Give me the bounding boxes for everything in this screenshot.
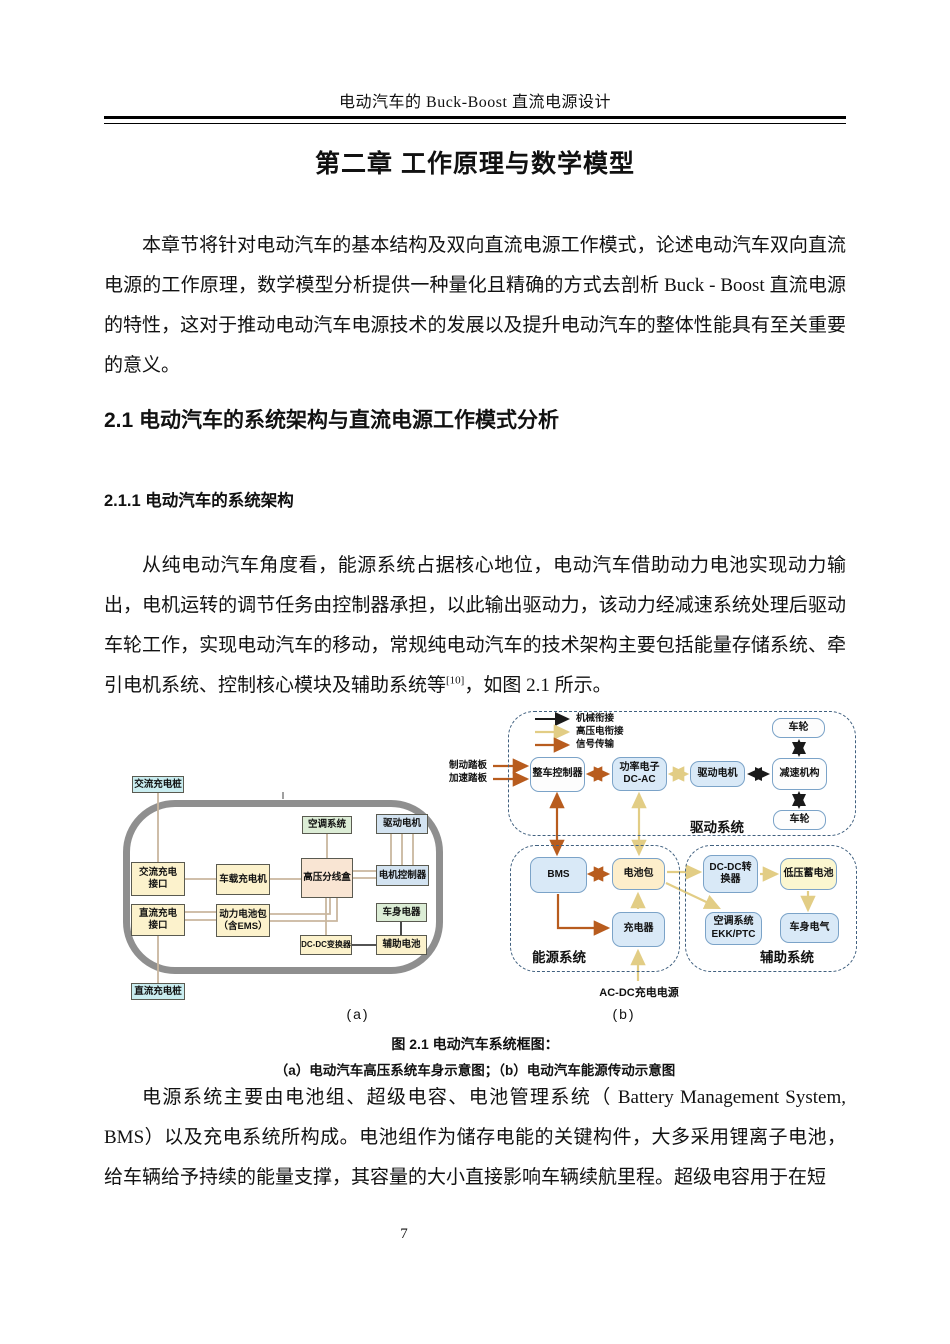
panel-a-wiring [157,793,414,983]
figure-caption-sub: （a）电动汽车高压系统车身示意图；（b）电动汽车能源传动示意图 [274,1063,676,1078]
legend-mechanical-label: 机械衔接 [576,713,615,724]
box-bms: BMS [530,857,587,893]
box-hvac-system: 空调系统 [302,816,352,834]
group-drive-system [508,711,856,836]
box-auxiliary-battery: 辅助电池 [376,935,427,955]
box-charger: 充电器 [612,912,665,947]
energy-system-label: 能源系统 [532,950,586,965]
box-power-battery-pack: 动力电池包 （含EMS） [216,904,270,937]
subsection-heading-2-1-1: 2.1.1 电动汽车的系统架构 [104,492,294,510]
box-dcdc-converter-b: DC-DC转换器 [703,855,758,893]
box-dc-charging-pile: 直流充电桩 [131,983,185,1000]
box-ac-charging-pile: 交流充电桩 [132,776,184,793]
figure-2-1: 交流充电桩 交流充电 接口 车载充电机 直流充电 接口 动力电池包 （含EMS）… [104,700,857,1032]
paragraph-intro: 本章节将针对电动汽车的基本结构及双向直流电源工作模式，论述电动汽车双向直流电源的… [104,235,846,376]
running-header: 电动汽车的 Buck-Boost 直流电源设计 [339,94,611,111]
box-lv-battery: 低压蓄电池 [780,858,837,890]
box-label-line: 交流充电 [138,867,177,879]
box-label-line: 动力电池包 [219,908,267,920]
box-label-line: DC-AC [623,774,656,785]
legend-hv-label: 高压电衔接 [576,726,624,737]
box-wheel-bottom: 车轮 [773,810,826,830]
citation-ref-10: [10] [446,674,465,687]
box-dcdc-converter-a: DC-DC变换器 [300,935,352,955]
drive-system-label: 驱动系统 [690,820,744,835]
panel-a-label: (a) [346,1006,370,1022]
figure-connectors [157,712,816,983]
box-wheel-top: 车轮 [772,718,825,738]
group-auxiliary-system [685,845,857,972]
box-dc-charging-port: 直流充电 接口 [131,904,185,936]
paragraph-architecture-text: 从纯电动汽车角度看，能源系统占据核心地位，电动汽车借助动力电池实现动力输出，电机… [104,555,846,696]
acdc-source-label: AC-DC充电电源 [599,987,679,999]
signal-links [493,737,611,936]
figure-caption-title: 图 2.1 电动汽车系统框图： [391,1036,559,1052]
header-rule-divider [104,116,846,124]
box-drive-motor-a: 驱动电机 [376,814,428,834]
panel-a-black-wiring [282,792,402,946]
box-label-line: （含EMS） [218,920,268,932]
box-power-electronics: 功率电子 DC-AC [612,757,667,791]
box-label-line: 空调系统 [713,916,754,927]
box-label-line: 接口 [148,879,168,890]
mechanical-links [535,712,806,809]
legend-signal-label: 信号传输 [576,739,615,750]
page-number: 7 [400,1226,408,1242]
box-reducer: 减速机构 [772,758,827,790]
paragraph-architecture: 从纯电动汽车角度看，能源系统占据核心地位，电动汽车借助动力电池实现动力输出，电机… [104,546,846,706]
box-drive-motor-b: 驱动电机 [690,761,745,787]
section-heading-2-1: 2.1 电动汽车的系统架构与直流电源工作模式分析 [104,409,560,432]
box-ac-charging-port: 交流充电 接口 [131,862,185,896]
box-label-line: 接口 [148,920,168,931]
car-body-outline [123,800,443,974]
box-label-line: 功率电子 [619,761,660,773]
paragraph-power-system: 电源系统主要由电池组、超级电容、电池管理系统（ Battery Manageme… [104,1087,846,1188]
box-ac-ekk-ptc: 空调系统 EKK/PTC [705,912,762,945]
aux-system-label: 辅助系统 [760,950,814,965]
hv-links [535,724,816,981]
box-hv-junction-box: 高压分线盒 [301,858,353,898]
box-body-electrics: 车身电器 [376,903,427,922]
brake-pedal-label: 制动踏板 [449,760,488,771]
panel-b-label: (b) [612,1006,636,1022]
box-label-line: 直流充电 [138,908,177,920]
paragraph-architecture-tail: ，如图 2.1 所示。 [464,675,612,696]
box-body-electrical: 车身电气 [780,913,839,943]
box-motor-controller: 电机控制器 [376,865,429,886]
box-label-line: EKK/PTC [711,928,756,940]
box-vehicle-controller: 整车控制器 [530,757,585,792]
box-battery-pack: 电池包 [612,858,665,890]
group-energy-system [510,845,680,972]
accel-pedal-label: 加速踏板 [449,773,488,784]
chapter-title: 第二章 工作原理与数学模型 [315,150,635,178]
box-onboard-charger: 车载充电机 [216,864,270,895]
